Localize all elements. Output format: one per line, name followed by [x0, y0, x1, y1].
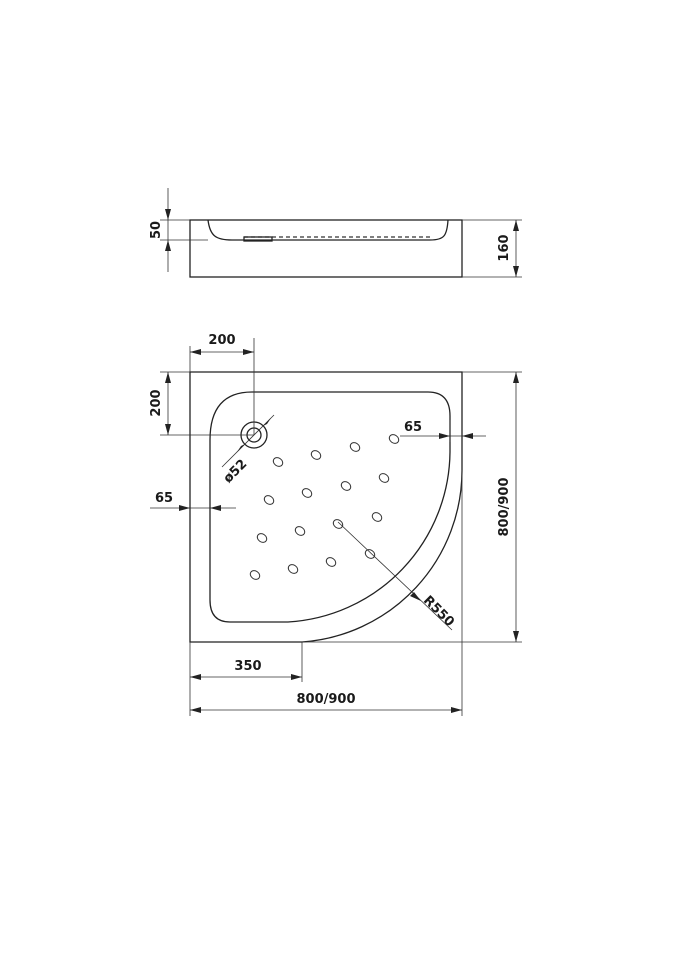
anti-slip-hole: [287, 564, 299, 574]
anti-slip-hole: [272, 457, 284, 467]
anti-slip-hole: [388, 434, 400, 444]
top-view: 200 200 ø52 65 65 800/900 R550: [149, 333, 522, 716]
arrow-icon: [462, 433, 473, 439]
arrow-icon: [165, 424, 171, 435]
anti-slip-hole: [294, 526, 306, 536]
anti-slip-hole: [263, 495, 275, 505]
anti-slip-hole: [310, 450, 322, 460]
anti-slip-hole: [349, 442, 361, 452]
anti-slip-pattern: [249, 434, 400, 580]
dim-label-65-right: 65: [404, 420, 422, 435]
arrow-icon: [513, 220, 519, 231]
tray-side-drain: [243, 236, 273, 242]
anti-slip-hole: [256, 533, 268, 543]
dim-label-50: 50: [149, 221, 164, 239]
tray-top-basin: [209, 391, 451, 623]
arrow-icon: [291, 674, 302, 680]
arrow-icon: [165, 209, 171, 220]
arrow-icon: [410, 592, 421, 601]
anti-slip-hole: [371, 512, 383, 522]
arrow-icon: [190, 674, 201, 680]
arrow-icon: [165, 240, 171, 251]
dim-label-200-x: 200: [208, 333, 235, 348]
dim-label-200-y: 200: [149, 389, 164, 416]
dim-label-350: 350: [234, 659, 261, 674]
dim-label-width: 800/900: [296, 692, 355, 707]
anti-slip-hole: [301, 488, 313, 498]
arrow-icon: [451, 707, 462, 713]
anti-slip-hole: [325, 557, 337, 567]
tray-side-basin: [207, 219, 449, 241]
anti-slip-hole: [340, 481, 352, 491]
arrow-icon: [263, 418, 271, 426]
arrow-icon: [210, 505, 221, 511]
arrow-icon: [513, 631, 519, 642]
arrow-icon: [243, 349, 254, 355]
tray-top-outline: [189, 371, 463, 643]
arrow-icon: [165, 372, 171, 383]
dim-label-drain-diameter: ø52: [221, 457, 251, 487]
arrow-icon: [179, 505, 190, 511]
arrow-icon: [237, 444, 245, 452]
tray-side-outline: [189, 219, 463, 278]
anti-slip-hole: [332, 519, 344, 529]
dim-label-radius: R550: [420, 593, 457, 630]
anti-slip-hole: [378, 473, 390, 483]
arrow-icon: [513, 266, 519, 277]
side-view: 50 160: [149, 188, 522, 278]
dim-label-65-left: 65: [155, 491, 173, 506]
dim-label-160: 160: [497, 234, 512, 261]
arrow-icon: [190, 707, 201, 713]
anti-slip-hole: [249, 570, 261, 580]
arrow-icon: [439, 433, 450, 439]
arrow-icon: [190, 349, 201, 355]
dim-line-radius: [337, 521, 453, 631]
arrow-icon: [513, 372, 519, 383]
anti-slip-hole: [364, 549, 376, 559]
dim-label-depth: 800/900: [497, 477, 512, 536]
